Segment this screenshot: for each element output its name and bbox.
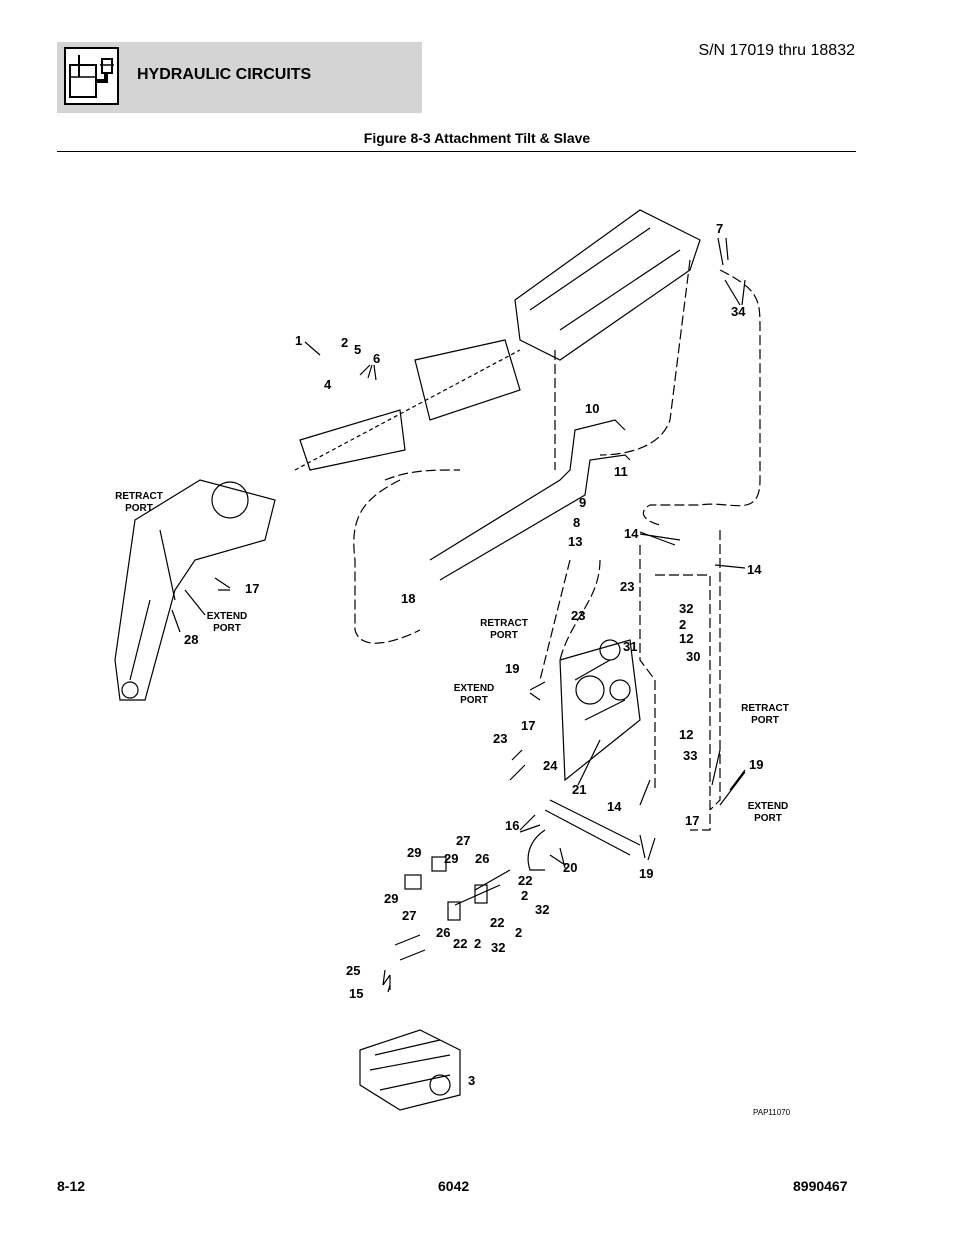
callout-32: 32 [679, 601, 694, 616]
callout-2: 2 [474, 936, 482, 951]
callout-4: 4 [324, 377, 332, 392]
callout-14: 14 [607, 799, 622, 814]
callout-20: 20 [563, 860, 578, 875]
callout-17: 17 [521, 718, 536, 733]
extend-port-label-1: EXTEND PORT [206, 611, 248, 634]
hydraulic-diagram: 1 2 5 6 4 7 34 10 11 9 8 13 RETRACT PORT… [0, 160, 954, 1160]
callout-28: 28 [184, 632, 199, 647]
drawing-reference: PAP11070 [753, 1108, 791, 1117]
header-divider [57, 151, 856, 152]
boom-section [414, 339, 521, 421]
callout-23: 23 [620, 579, 635, 594]
callout-2: 2 [341, 335, 349, 350]
callout-27: 27 [402, 908, 417, 923]
callout-12: 12 [679, 727, 694, 742]
callout-18: 18 [401, 591, 416, 606]
callout-7: 7 [716, 221, 724, 236]
fork-carriage [559, 639, 641, 782]
boom-pivot [211, 481, 249, 519]
callout-29: 29 [444, 851, 459, 866]
model-number: 6042 [438, 1178, 470, 1194]
boom-arm [114, 479, 276, 701]
callout-1: 1 [295, 333, 303, 348]
callout-19: 19 [505, 661, 520, 676]
callout-34: 34 [731, 304, 746, 319]
callout-3: 3 [468, 1073, 476, 1088]
callout-23: 23 [571, 608, 586, 623]
callout-2: 2 [679, 617, 687, 632]
document-number: 8990467 [793, 1178, 848, 1194]
callout-8: 8 [573, 515, 581, 530]
callout-32: 32 [491, 940, 506, 955]
callout-17: 17 [685, 813, 700, 828]
hose-upper-right [642, 269, 761, 526]
callout-15: 15 [349, 986, 364, 1001]
callout-26: 26 [436, 925, 451, 940]
callout-16: 16 [505, 818, 520, 833]
callout-2: 2 [521, 888, 529, 903]
callout-24: 24 [543, 758, 558, 773]
diagram-drawing [114, 209, 761, 1111]
callout-33: 33 [683, 748, 698, 763]
upper-boom [514, 209, 701, 361]
extend-port-label-3: EXTEND PORT [747, 801, 789, 824]
callout-29: 29 [407, 845, 422, 860]
callout-17: 17 [245, 581, 260, 596]
callout-9: 9 [579, 495, 587, 510]
boom-inner-section [299, 409, 406, 471]
serial-range: S/N 17019 thru 18832 [698, 42, 855, 59]
callout-6: 6 [373, 351, 381, 366]
retract-port-label-2: RETRACT PORT [480, 618, 528, 641]
callout-22: 22 [453, 936, 468, 951]
callout-14: 14 [624, 526, 639, 541]
callout-25: 25 [346, 963, 361, 978]
page-number: 8-12 [57, 1178, 86, 1194]
callout-30: 30 [686, 649, 701, 664]
control-valve [359, 1029, 461, 1111]
callout-22: 22 [518, 873, 533, 888]
callout-32: 32 [535, 902, 550, 917]
callout-27: 27 [456, 833, 471, 848]
extend-port-label-2: EXTEND PORT [453, 683, 495, 706]
callout-19: 19 [749, 757, 764, 772]
callout-31: 31 [623, 639, 638, 654]
callout-26: 26 [475, 851, 490, 866]
retract-port-label-1: RETRACT PORT [115, 491, 163, 514]
section-title: HYDRAULIC CIRCUITS [137, 66, 312, 83]
callout-10: 10 [585, 401, 600, 416]
retract-port-label-3: RETRACT PORT [741, 703, 789, 726]
callout-22: 22 [490, 915, 505, 930]
figure-title: Figure 8-3 Attachment Tilt & Slave [363, 130, 591, 146]
callout-21: 21 [572, 782, 587, 797]
section-header: HYDRAULIC CIRCUITS [57, 42, 422, 113]
callout-29: 29 [384, 891, 399, 906]
callout-14: 14 [747, 562, 762, 577]
callout-12: 12 [679, 631, 694, 646]
callout-23: 23 [493, 731, 508, 746]
callout-13: 13 [568, 534, 583, 549]
hydraulic-reservoir-icon [64, 47, 119, 105]
callout-11: 11 [614, 464, 628, 479]
callout-5: 5 [354, 342, 362, 357]
callout-19: 19 [639, 866, 654, 881]
callout-2: 2 [515, 925, 523, 940]
